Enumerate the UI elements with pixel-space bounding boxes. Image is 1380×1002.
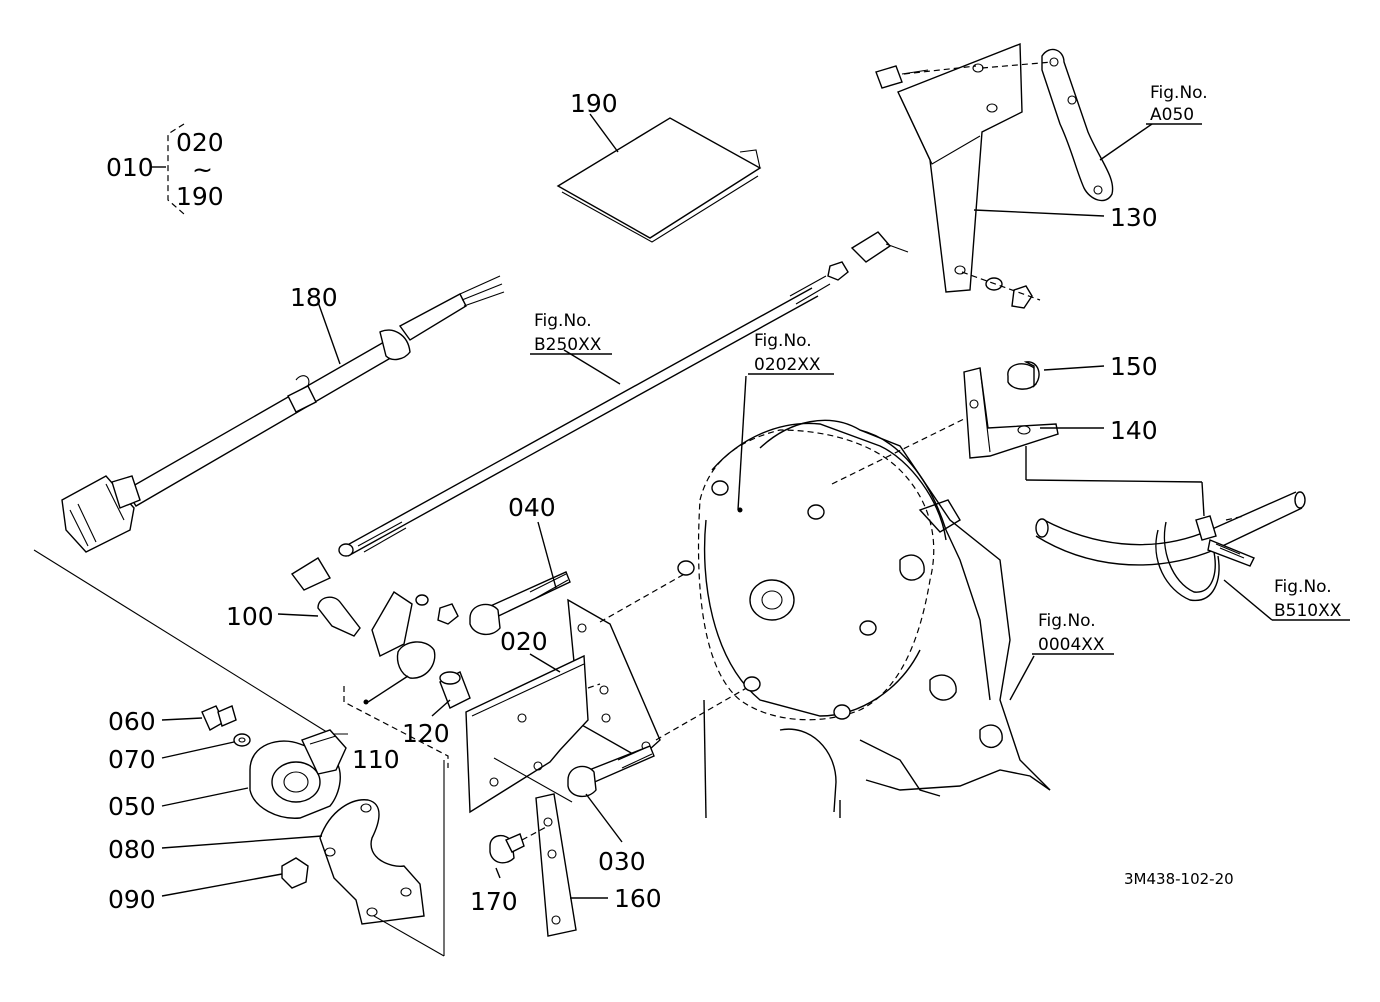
part-050-label: 050: [108, 792, 156, 821]
part-160-strip: 160: [535, 793, 662, 937]
sensor-group: 060 070 050 080 090: [108, 705, 445, 957]
part-190-sheet: 190: [556, 89, 762, 243]
part-190-label: 190: [570, 89, 618, 118]
range-end-label: 190: [176, 182, 224, 211]
part-120-label: 120: [402, 719, 450, 748]
part-150-bolt: 150: [1007, 352, 1158, 390]
part-100-label: 100: [226, 602, 274, 631]
range-start-label: 020: [176, 128, 224, 157]
linkage-parts: 100 110 120: [226, 591, 471, 774]
fig-ref-b510: Fig.No. B510XX: [1274, 577, 1342, 621]
link-arm: [981, 48, 1153, 202]
part-140-bracket: 140: [963, 367, 1203, 483]
part-140-label: 140: [1110, 416, 1158, 445]
part-180-label: 180: [290, 283, 338, 312]
fig-ref-0004: Fig.No. 0004XX: [1032, 611, 1114, 655]
svg-text:Fig.No.: Fig.No.: [1274, 577, 1332, 597]
part-170-label: 170: [470, 887, 518, 916]
part-010-label: 010: [106, 153, 154, 182]
part-180-harness: 180: [61, 275, 505, 553]
part-070-label: 070: [108, 745, 156, 774]
part-040-label: 040: [508, 493, 556, 522]
part-170-bolt: 170: [470, 825, 549, 916]
part-030-bolt: 030: [567, 745, 655, 876]
range-tilde: ~: [192, 155, 213, 184]
part-080-label: 080: [108, 835, 156, 864]
part-020-plate: 020: [465, 571, 751, 814]
svg-text:B510XX: B510XX: [1274, 601, 1342, 621]
part-130-label: 130: [1110, 203, 1158, 232]
fig-ref-0202: Fig.No. 0202XX: [748, 331, 834, 375]
control-rod: [290, 231, 909, 591]
svg-text:Fig.No.: Fig.No.: [1038, 611, 1096, 631]
part-060-label: 060: [108, 707, 156, 736]
svg-text:0202XX: 0202XX: [754, 355, 821, 375]
hose-and-clamp: [1035, 481, 1350, 621]
group-label: 010 020 ~ 190: [106, 123, 224, 215]
fig-ref-b250: Fig.No. B250XX: [530, 311, 612, 355]
part-020-label: 020: [500, 627, 548, 656]
svg-text:Fig.No.: Fig.No.: [1150, 83, 1208, 103]
svg-text:A050: A050: [1150, 105, 1194, 125]
part-110-label: 110: [352, 745, 400, 774]
fig-ref-a050: Fig.No. A050: [1146, 83, 1208, 125]
plate-leader: [443, 757, 573, 956]
part-150-label: 150: [1110, 352, 1158, 381]
svg-text:0004XX: 0004XX: [1038, 635, 1105, 655]
part-130-bracket: 130: [875, 42, 1158, 309]
transmission-housing: [677, 375, 1051, 819]
drawing-code: 3M438-102-20: [1124, 870, 1234, 888]
svg-text:B250XX: B250XX: [534, 335, 602, 355]
svg-text:Fig.No.: Fig.No.: [754, 331, 812, 351]
part-030-label: 030: [598, 847, 646, 876]
svg-text:Fig.No.: Fig.No.: [534, 311, 592, 331]
part-040-bolt: 040: [469, 493, 571, 635]
part-090-label: 090: [108, 885, 156, 914]
part-160-label: 160: [614, 884, 662, 913]
